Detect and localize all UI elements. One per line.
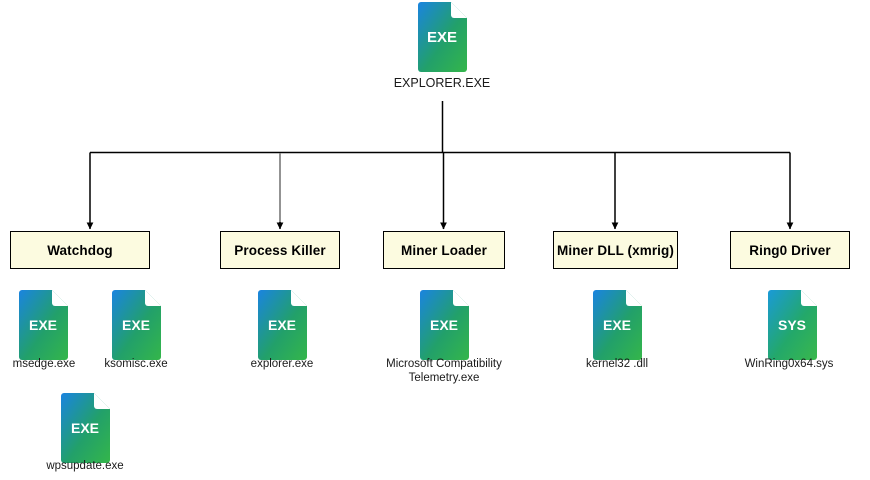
root-node-label: EXPLORER.EXE <box>393 76 491 90</box>
file-label-ksomisc: ksomisc.exe <box>104 358 168 370</box>
exe-file-icon: EXE <box>414 2 470 72</box>
file-label-explorer: explorer.exe <box>250 358 314 370</box>
file-label-mct: Microsoft Compatibility Telemetry.exe <box>386 358 502 384</box>
process-box-miner-dll[interactable]: Miner DLL (xmrig) <box>553 231 678 269</box>
process-box-miner-loader[interactable]: Miner Loader <box>383 231 505 269</box>
exe-file-icon-mct: EXE <box>416 290 472 360</box>
icon-extension-label: EXE <box>603 317 631 333</box>
sys-file-icon-winring0: SYS <box>764 290 820 360</box>
file-label-winring0: WinRing0x64.sys <box>744 358 834 370</box>
exe-file-icon-kernel32: EXE <box>589 290 645 360</box>
icon-extension-label: EXE <box>427 29 457 46</box>
file-label-kernel32: kernel32 .dll <box>585 358 648 370</box>
icon-extension-label: SYS <box>778 317 806 333</box>
icon-extension-label: EXE <box>268 317 296 333</box>
icon-extension-label: EXE <box>71 420 99 436</box>
process-box-process-killer[interactable]: Process Killer <box>220 231 340 269</box>
exe-file-icon-ksomisc: EXE <box>108 290 164 360</box>
exe-file-icon-wpsupdate: EXE <box>57 393 113 463</box>
file-label-wpsupdate: wpsupdate.exe <box>46 460 124 472</box>
icon-extension-label: EXE <box>122 317 150 333</box>
icon-extension-label: EXE <box>430 317 458 333</box>
file-label-msedge: msedge.exe <box>12 358 76 370</box>
exe-file-icon-explorer: EXE <box>254 290 310 360</box>
icon-extension-label: EXE <box>29 317 57 333</box>
exe-file-icon-msedge: EXE <box>15 290 71 360</box>
process-box-ring0-driver[interactable]: Ring0 Driver <box>730 231 850 269</box>
process-box-watchdog[interactable]: Watchdog <box>10 231 150 269</box>
